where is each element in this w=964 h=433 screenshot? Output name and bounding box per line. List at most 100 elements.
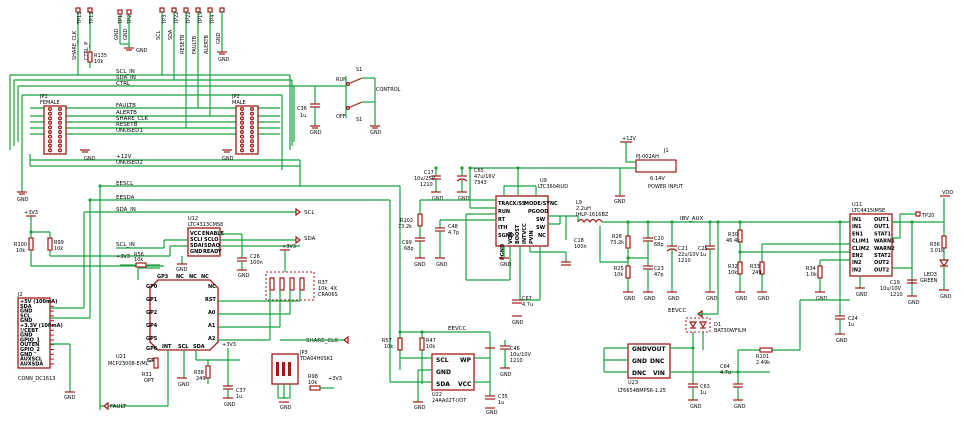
j2-pin-label: SCL [20, 313, 31, 319]
jp1-pin-l [47, 139, 52, 144]
u21-nc-top3: NC [201, 274, 209, 280]
u12-pin-sdai: SDAI [190, 243, 204, 249]
j2-pin-label: GPIO_2 [20, 347, 40, 353]
net-sda-in2: SDA_IN [116, 207, 136, 213]
u9-ltc3604: U9 LTC3604IUD TRACK/SS RUN RT ITH SGND M… [465, 168, 578, 300]
u9-rt: RT [498, 217, 506, 223]
jp1-pin-r [57, 125, 62, 130]
c26-gnd: GND [238, 273, 250, 279]
net-sda: SDA [304, 236, 316, 242]
tp20-vdd-group: TP20 VDD R36 3.01k LED3 GREEN GND C19 10… [880, 190, 953, 306]
net-unused2: UNUSED2 [116, 160, 143, 166]
u9-part: LTC3604IUD [538, 184, 568, 190]
u9-ith: ITH [498, 225, 507, 231]
r33-gnd: GND [758, 296, 770, 302]
u23-pin-vin: VIN [653, 370, 665, 377]
u9-pvin: PVIN [529, 230, 535, 244]
s1-ref-top: S1 [356, 67, 362, 73]
tp22-label: TP22 [174, 12, 180, 25]
r34-ref: R34 [806, 266, 816, 272]
u21-nc-top2: NC [189, 274, 197, 280]
c35-value: 1u [498, 400, 504, 406]
net-label-ctrl-p: CTRL_P [84, 42, 90, 60]
jp3-gnd: GND [280, 405, 292, 411]
c36-capacitor: C36 1u GND [297, 86, 322, 136]
jp2-pin-r [250, 111, 255, 116]
tp20-label: TP20 [921, 213, 934, 219]
u11-ref: U11 [852, 202, 862, 208]
u9-nc: NC [538, 233, 546, 239]
r34-value: 1.0k [806, 272, 817, 278]
c19-value: 10u/10V [880, 286, 902, 292]
r135-resistor: R135 10k [87, 51, 107, 68]
u23-pin-vout: VOUT [647, 346, 667, 353]
u21-a0: A0 [208, 310, 216, 316]
r37-ref: R37 [318, 280, 328, 286]
jp2-pin-l [240, 120, 245, 125]
u11-part: LTC4415IMSE [852, 208, 885, 214]
u22-eeprom: EEVCC R57 10k R47 10k SCL GND SDA WP VCC… [382, 186, 532, 416]
tp4-label: TP4 [210, 15, 216, 25]
jp1-pin-r [57, 143, 62, 148]
r31-r38-group: R31 OPT R38 249 +3V3 C37 1u GND GND [142, 342, 246, 408]
j1-gnd: GND [614, 199, 626, 205]
u23-pin-gnd1: GND [632, 346, 647, 353]
c65-ref: C65 [474, 168, 484, 174]
jp2-pin-r [250, 125, 255, 130]
r36-value: 3.01k [930, 248, 944, 254]
tp-alertb-net: ALERTB [204, 34, 210, 54]
r25-ref: R25 [614, 266, 624, 272]
jp2-pin-l [240, 148, 245, 153]
u21-mcp23008: GP0 GP1 GP2 GP4 GP5 GP6 GP3 NC NC NC NC … [100, 267, 301, 407]
j2-pin-label: GND [20, 352, 32, 358]
u21-nc-right1: NC [208, 284, 216, 290]
jp2-ref: JP2 [231, 94, 240, 100]
d1-part: BAT30WFILM [714, 328, 746, 334]
j2-pin-label: +5V (100mA) [20, 299, 57, 305]
tp2-gnd-label: GND [123, 28, 129, 40]
r135-value: 10k [94, 59, 103, 65]
net-resetb: RESETB [116, 122, 138, 128]
u11-ltc4415: U11 LTC4415IMSE IN1IN1EN1CLIM1CLIM2EN2IN… [849, 198, 945, 298]
u11-pin-left: CLIM2 [852, 246, 870, 252]
d1-diode-group: EEVCC D1 BAT30WFILM [668, 222, 746, 350]
jp1-ref: JP1 [39, 94, 48, 100]
c67-ref: C67 [522, 296, 532, 302]
jp2-pin-l [240, 111, 245, 116]
r31-value: OPT [144, 378, 155, 384]
c48-value: 4.7p [448, 230, 459, 236]
u11-pin-left: EN2 [852, 253, 864, 259]
c65-gnd: GND [458, 196, 470, 202]
c21-value: 22u/10V [678, 252, 700, 258]
u22-pin-vcc: VCC [458, 381, 472, 388]
led3-gnd: GND [940, 294, 952, 300]
jp1-pin-r [57, 148, 62, 153]
eescl-eesda-nets: EESCL EESDA SDA_IN SCL [83, 181, 400, 406]
tp21-label: TP21 [186, 12, 192, 25]
r37-array: +3V3 R37 10k, 4X CRA06S [265, 244, 338, 301]
jp2-pin-r [250, 116, 255, 121]
tp-gnd-net: GND [216, 32, 222, 44]
c46-ref: C46 [510, 346, 520, 352]
u11-pin-right: OUT2 [874, 260, 890, 266]
jp2-pin-r [250, 106, 255, 111]
tp1-tp2-gnd: GND GND TP1 TP2 GND [114, 9, 148, 54]
r30-r32-r33-group: R30 46.4k R32 10k GND R33 249 GND [726, 222, 850, 302]
c23-gnd: GND [644, 296, 656, 302]
tp1-gnd-label: GND [114, 28, 120, 40]
u21-a2: A2 [208, 336, 216, 342]
c19-ref: C19 [890, 280, 900, 286]
u9-sw2: SW [536, 225, 546, 231]
c48-ref: C48 [448, 224, 458, 230]
u12-pin-gnd: GND [190, 249, 202, 255]
jp1-pin-l [47, 111, 52, 116]
u9-sw1: SW [536, 217, 546, 223]
c17-ref: C17 [424, 170, 434, 176]
c36-gnd: GND [310, 130, 322, 136]
r102-value: 73.2k [398, 224, 412, 230]
jp1-type: FEMALE [40, 100, 60, 106]
jp2-pin-r [250, 130, 255, 135]
u9-boost: BOOST [515, 224, 521, 244]
u9-mode: MODE/SYNC [524, 201, 558, 207]
c35-gnd: GND [486, 410, 498, 416]
